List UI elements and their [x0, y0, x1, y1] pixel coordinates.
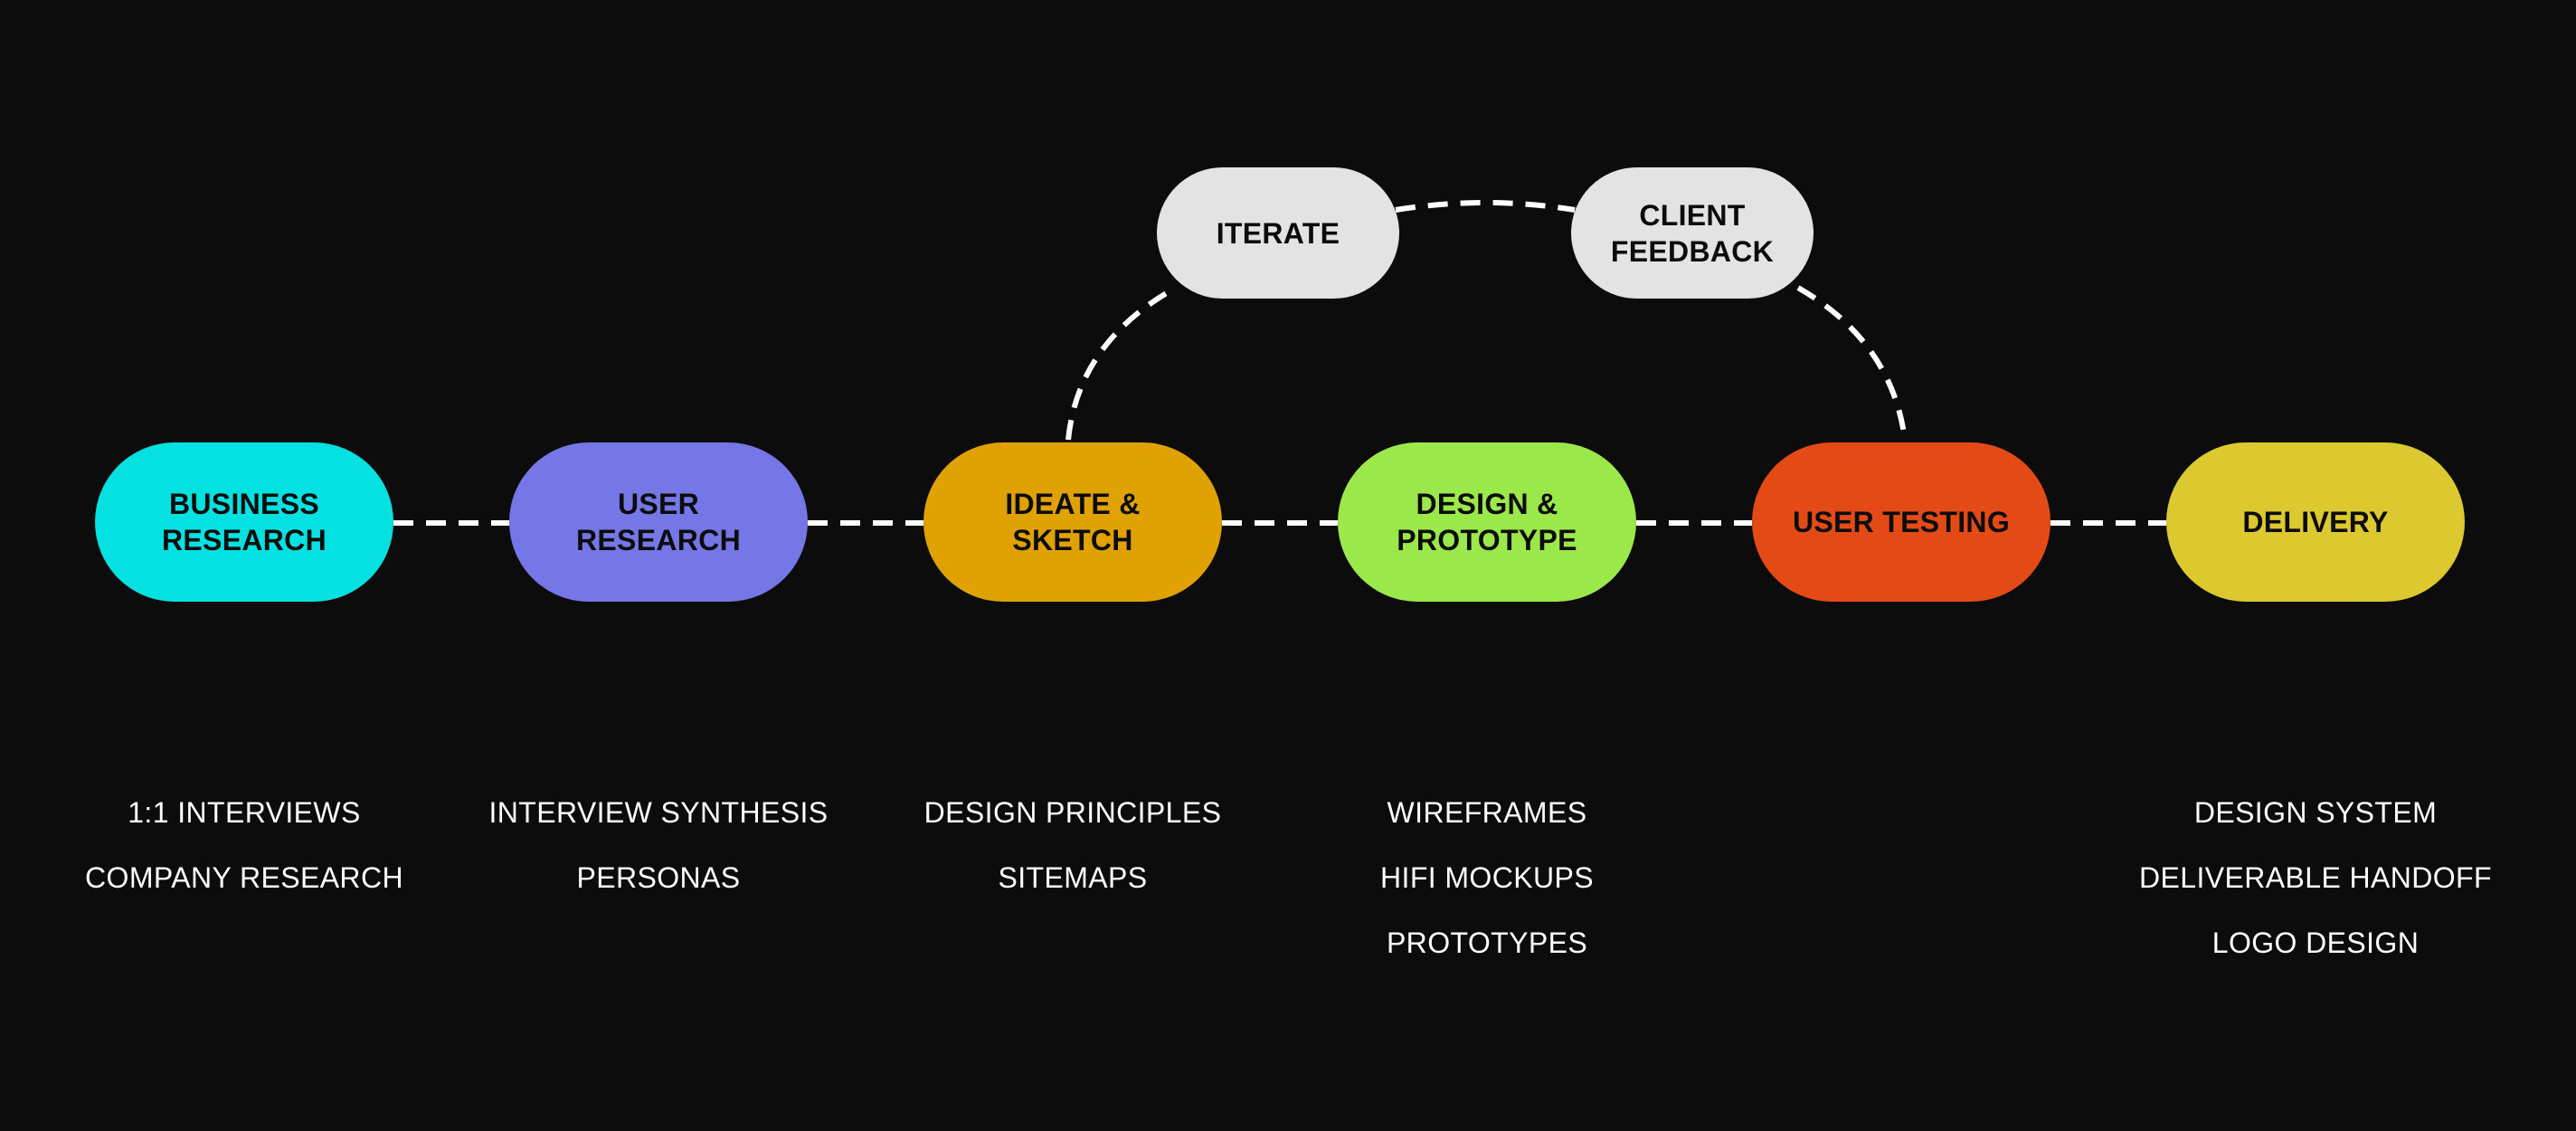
output-item: DESIGN PRINCIPLES: [923, 796, 1222, 829]
output-item: WIREFRAMES: [1387, 796, 1587, 829]
stage-pill-user-testing: USER TESTING: [1752, 442, 2050, 602]
loop-arc-ideate-iterate: [1065, 285, 1178, 441]
outputs-ideate-sketch: DESIGN PRINCIPLES SITEMAPS: [865, 791, 1281, 921]
output-item: 1:1 INTERVIEWS: [128, 796, 361, 829]
loop-pill-iterate: ITERATE: [1157, 167, 1399, 299]
stage-pill-business-research: BUSINESS RESEARCH: [95, 442, 393, 602]
output-item: SITEMAPS: [998, 861, 1148, 894]
output-item: DELIVERABLE HANDOFF: [2139, 861, 2492, 894]
loop-arc-iterate-feedback: [1395, 200, 1576, 213]
loop-pill-client-feedback: CLIENT FEEDBACK: [1571, 167, 1814, 299]
outputs-design-prototype: WIREFRAMES HIFI MOCKUPS PROTOTYPES: [1279, 791, 1695, 986]
output-item: PERSONAS: [576, 861, 741, 894]
outputs-business-research: 1:1 INTERVIEWS COMPANY RESEARCH: [36, 791, 452, 921]
output-item: INTERVIEW SYNTHESIS: [488, 796, 829, 829]
output-item: PROTOTYPES: [1386, 927, 1588, 959]
stage-pill-user-research: USER RESEARCH: [509, 442, 808, 602]
output-item: DESIGN SYSTEM: [2193, 796, 2438, 829]
stage-pill-ideate-sketch: IDEATE & SKETCH: [923, 442, 1222, 602]
output-item: HIFI MOCKUPS: [1380, 861, 1594, 894]
outputs-user-research: INTERVIEW SYNTHESIS PERSONAS: [450, 791, 867, 921]
output-item: LOGO DESIGN: [2211, 927, 2420, 959]
stage-pill-design-prototype: DESIGN & PROTOTYPE: [1338, 442, 1636, 602]
outputs-delivery: DESIGN SYSTEM DELIVERABLE HANDOFF LOGO D…: [2107, 791, 2524, 986]
stage-pill-delivery: DELIVERY: [2166, 442, 2465, 602]
output-item: COMPANY RESEARCH: [85, 861, 403, 894]
loop-arc-feedback-testing: [1796, 285, 1908, 441]
